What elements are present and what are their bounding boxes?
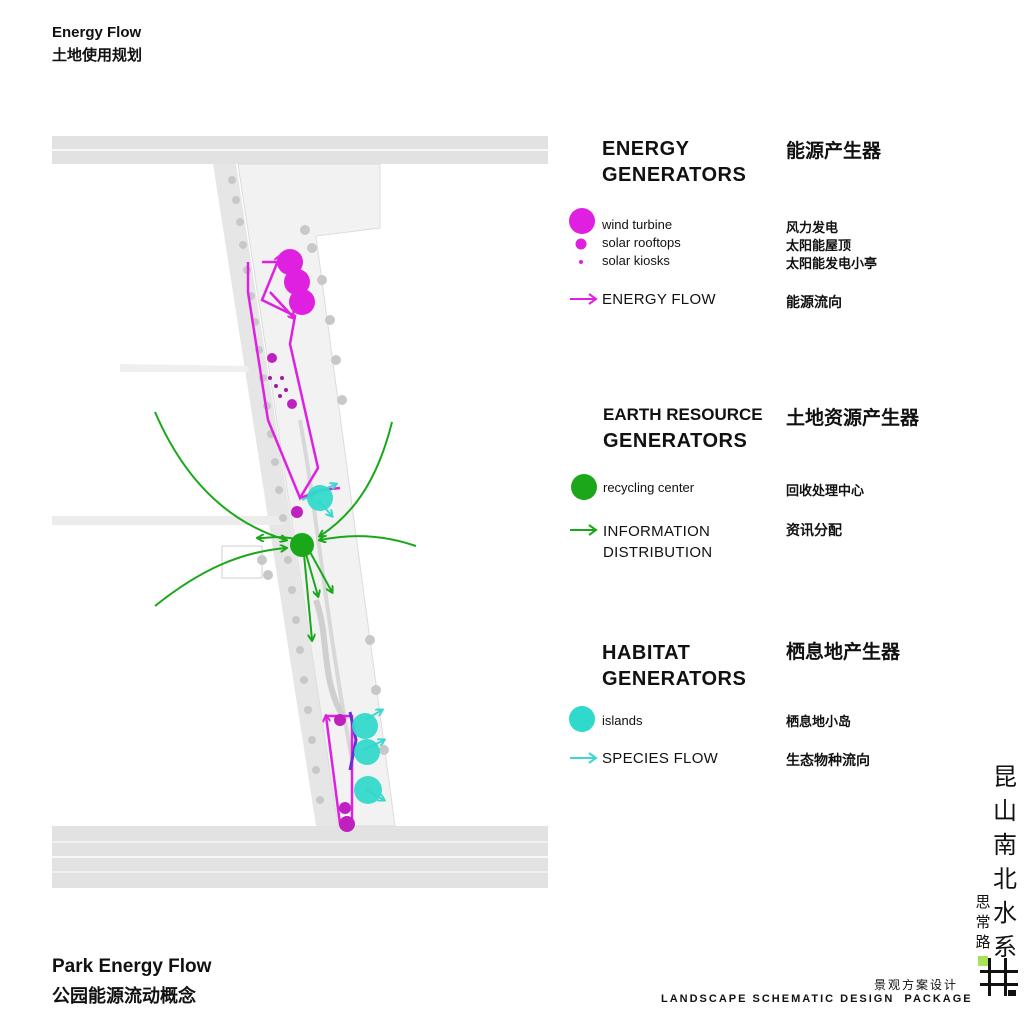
earth-section-title-cn: 土地资源产生器 <box>786 407 920 429</box>
energy-title-line1: ENERGY <box>602 138 690 160</box>
earth-section-title: EARTH RESOURCE GENERATORS <box>603 402 763 454</box>
energy-flow-label: ENERGY FLOW <box>602 291 716 308</box>
recycling-center <box>290 533 314 557</box>
information-distribution-arrows <box>154 411 417 640</box>
legend-item-islands: islands <box>602 713 643 728</box>
earth-title-line1: EARTH RESOURCE <box>603 405 763 424</box>
legend-item-wind-turbine: wind turbine <box>602 217 673 232</box>
energy-legend-icons <box>569 208 595 264</box>
package-title-en: LANDSCAPE SCHEMATIC DESIGN PACKAGE <box>661 993 973 1005</box>
information-flow-arrow-icon <box>570 524 598 536</box>
header-title: Energy Flow <box>52 24 142 41</box>
project-sub-vertical: 思常路 <box>975 893 991 951</box>
project-name-vertical: 昆山南北水系 <box>993 763 1017 961</box>
habitat-title-line1: HABITAT <box>602 642 691 664</box>
wind-turbines <box>277 249 315 315</box>
energy-section-title: ENERGY GENERATORS <box>602 136 746 188</box>
information-label-line1: INFORMATION <box>603 523 711 540</box>
habitat-section-title-cn: 栖息地产生器 <box>786 641 901 663</box>
habitat-title-line2: GENERATORS <box>602 668 747 690</box>
energy-flow-arrow-icon <box>570 293 598 305</box>
island-icon <box>569 706 595 732</box>
legend-item-solar-rooftops: solar rooftops <box>602 235 681 250</box>
energy-section-title-cn: 能源产生器 <box>786 140 882 162</box>
solar-rooftops <box>267 353 355 832</box>
legend-item-recycling-center: recycling center <box>603 480 695 495</box>
legend-item-solar-rooftops-cn: 太阳能屋顶 <box>786 239 852 254</box>
recycling-center-icon <box>571 474 597 500</box>
information-distribution-label-cn: 资讯分配 <box>786 523 842 539</box>
footer-subtitle: 公园能源流动概念 <box>52 986 196 1007</box>
islands <box>307 485 382 804</box>
legend-item-recycling-center-cn: 回收处理中心 <box>786 484 865 499</box>
information-label-line2: DISTRIBUTION <box>603 544 713 561</box>
road-network <box>52 136 548 888</box>
legend-item-solar-kiosks-cn: 太阳能发电小亭 <box>786 257 878 272</box>
energy-title-line2: GENERATORS <box>602 164 747 186</box>
legend-item-solar-kiosks: solar kiosks <box>602 253 670 268</box>
solar-kiosk-icon <box>579 260 583 264</box>
earth-title-line2: GENERATORS <box>603 430 748 452</box>
species-flow-label-cn: 生态物种流向 <box>786 753 870 769</box>
information-distribution-label: INFORMATION DISTRIBUTION <box>603 521 712 563</box>
brand-logo-icon <box>978 956 1018 996</box>
site-plan-map <box>52 136 548 888</box>
energy-flow-label-cn: 能源流向 <box>786 295 842 311</box>
legend-item-wind-turbine-cn: 风力发电 <box>786 221 839 236</box>
package-title-cn: 景观方案设计 <box>874 978 959 992</box>
species-flow-label: SPECIES FLOW <box>602 750 719 767</box>
species-flow-arrow-icon <box>570 752 598 764</box>
habitat-section-title: HABITAT GENERATORS <box>602 640 746 692</box>
header-subtitle: 土地使用规划 <box>52 46 143 64</box>
solar-kiosks <box>268 376 288 398</box>
species-flow-dark <box>348 711 358 771</box>
solar-rooftop-icon <box>575 238 587 250</box>
wind-turbine-icon <box>569 208 595 234</box>
legend-item-islands-cn: 栖息地小岛 <box>786 715 852 730</box>
footer-title: Park Energy Flow <box>52 956 212 977</box>
